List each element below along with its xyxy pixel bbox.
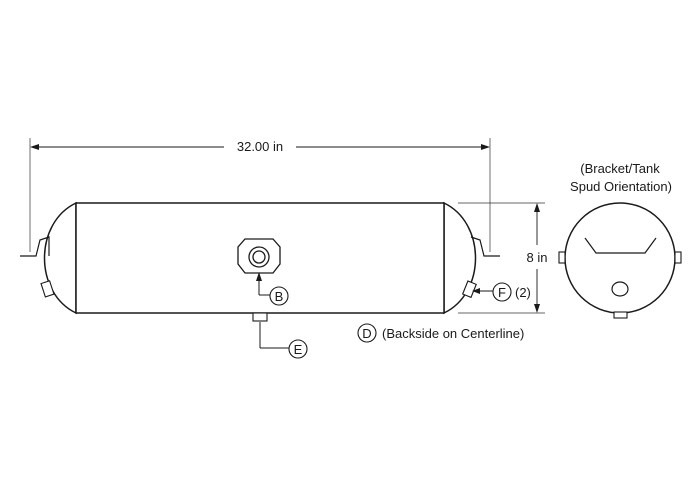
callout-f-bubble	[492, 282, 512, 302]
tank-cylinder	[75, 202, 445, 314]
arrowhead-top	[534, 203, 540, 212]
callout-d-letter: D	[362, 326, 371, 341]
end-view-bracket	[584, 237, 657, 254]
center-port-boss	[237, 238, 281, 274]
callout-b-arrowhead	[256, 272, 262, 281]
callout-b-bubble	[269, 286, 289, 306]
callout-d-note: (Backside on Centerline)	[382, 326, 524, 341]
tank-side-view	[20, 201, 500, 322]
end-view-right-spud	[674, 251, 682, 264]
left-end-cap	[43, 201, 77, 315]
callout-f: F (2)	[472, 282, 531, 302]
end-view-caption-line1: (Bracket/Tank	[580, 161, 660, 176]
callout-d: D (Backside on Centerline)	[357, 323, 524, 343]
center-port-outer-ring	[248, 246, 270, 268]
left-mounting-bracket	[20, 236, 50, 257]
end-view-port	[611, 281, 629, 297]
end-view-bottom-spud	[613, 311, 628, 319]
tank-end-view: (Bracket/Tank Spud Orientation)	[558, 161, 682, 319]
callout-f-arrowhead	[472, 288, 480, 294]
callout-f-note: (2)	[515, 285, 531, 300]
length-label: 32.00 in	[237, 139, 283, 154]
callout-e-bubble	[288, 339, 308, 359]
callout-b: B	[256, 272, 289, 306]
right-mounting-bracket	[470, 236, 500, 257]
center-port-inner-ring	[252, 250, 266, 264]
end-view-left-spud	[558, 251, 566, 264]
arrowhead-bottom	[534, 304, 540, 313]
callout-b-letter: B	[275, 289, 284, 304]
bottom-spud	[252, 312, 268, 322]
callout-e: E	[259, 322, 308, 359]
callout-d-bubble	[357, 323, 377, 343]
arrowhead-right	[481, 144, 490, 150]
end-view-caption-line2: Spud Orientation)	[570, 179, 672, 194]
height-label: 8 in	[527, 250, 548, 265]
height-dimension: 8 in	[458, 202, 548, 314]
callout-e-letter: E	[294, 342, 303, 357]
left-side-spud	[40, 280, 55, 298]
arrowhead-left	[30, 144, 39, 150]
callout-f-letter: F	[498, 285, 506, 300]
length-dimension: 32.00 in	[29, 138, 491, 252]
